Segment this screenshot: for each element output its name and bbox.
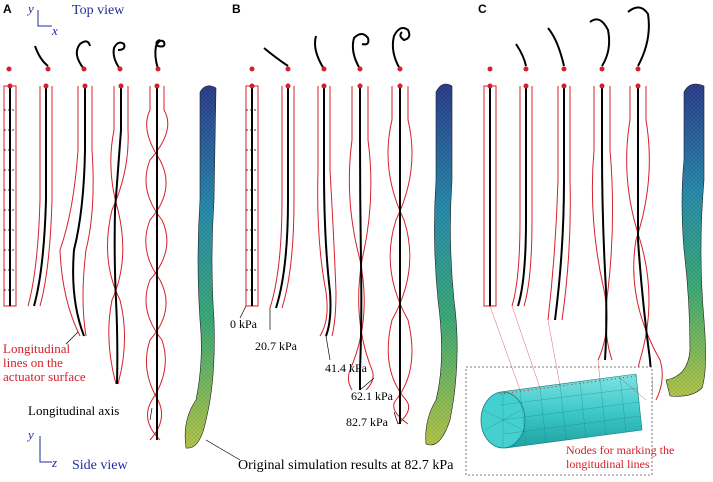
panel-c-curls — [487, 6, 650, 72]
actuator-a2 — [27, 83, 53, 307]
longitudinal-lines-label-1: Longitudinal — [3, 341, 71, 356]
actuator-b1 — [245, 83, 259, 307]
actuator-c5 — [626, 83, 663, 401]
panel-b-curls — [249, 27, 411, 72]
actuator-b5 — [387, 83, 413, 425]
nodes-label-1: Nodes for marking the — [566, 443, 675, 457]
top-axis-x: x — [52, 23, 58, 38]
actuator-b2 — [269, 83, 295, 309]
top-view-axes — [37, 10, 52, 27]
panel-c-actuators — [483, 83, 663, 401]
cylinder-mesh — [480, 373, 643, 449]
actuator-a4 — [107, 83, 129, 385]
actuator-a1 — [3, 83, 17, 307]
side-view-label: Side view — [72, 458, 128, 473]
actuator-b4 — [347, 83, 374, 391]
actuator-c3 — [547, 83, 571, 321]
actuator-c4 — [591, 83, 614, 361]
panel-a-leaders — [65, 331, 241, 461]
actuator-c1 — [483, 83, 497, 307]
pressure-label-1: 20.7 kPa — [255, 339, 297, 353]
original-sim-label: Original simulation results at 82.7 kPa — [238, 458, 454, 473]
panel-b-leaders — [239, 305, 399, 425]
side-axis-y: y — [28, 427, 34, 442]
inset-mesh-box — [465, 366, 653, 476]
panel-label-b: B — [232, 2, 241, 16]
longitudinal-axis-label: Longitudinal axis — [28, 403, 120, 418]
side-view-axes — [39, 436, 52, 463]
panel-b-actuators — [245, 83, 413, 425]
pressure-label-3: 62.1 kPa — [351, 389, 393, 403]
longitudinal-lines-label-3: actuator surface — [3, 369, 86, 384]
side-axis-z: z — [52, 455, 58, 470]
top-view-label: Top view — [72, 3, 125, 18]
actuator-a5 — [145, 83, 169, 441]
pressure-label-4: 82.7 kPa — [346, 415, 388, 429]
pressure-label-2: 41.4 kPa — [325, 361, 367, 375]
actuator-a3 — [59, 83, 94, 337]
actuator-c2 — [511, 83, 533, 307]
panel-c-leaders — [489, 305, 647, 401]
actuator-b3 — [317, 83, 337, 337]
longitudinal-lines-label-2: lines on the — [3, 355, 63, 370]
panel-label-c: C — [478, 2, 487, 16]
panel-label-a: A — [3, 2, 12, 16]
pressure-label-0: 0 kPa — [230, 317, 257, 331]
top-axis-y: y — [28, 1, 34, 16]
panel-a-curls — [6, 39, 166, 72]
panel-a-actuators — [3, 83, 169, 441]
nodes-label-2: longitudinal lines — [566, 457, 650, 471]
